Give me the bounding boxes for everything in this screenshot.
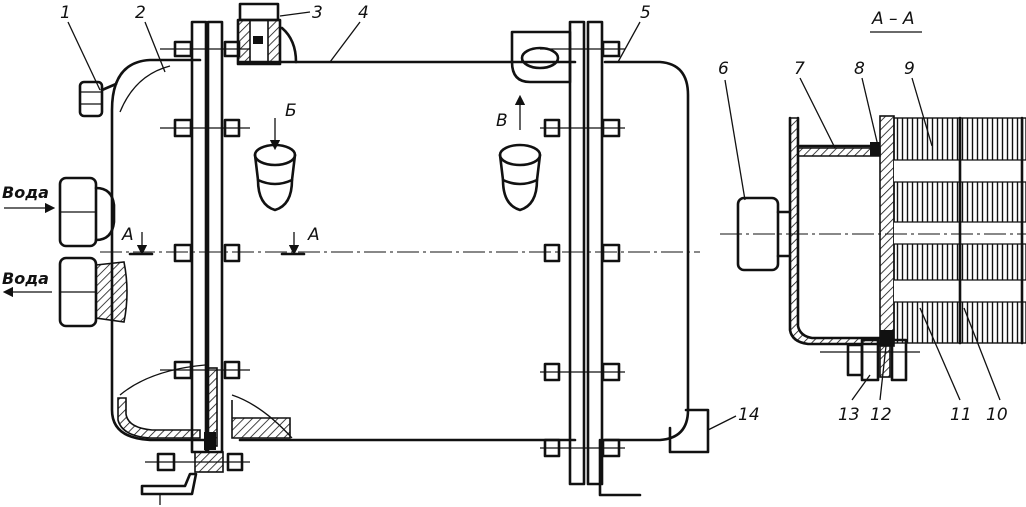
part-label-7: 7: [794, 59, 805, 79]
lifting-lug: [510, 30, 572, 84]
right-bottom-bracket: [598, 438, 642, 497]
part-label-12: 12: [870, 405, 892, 425]
bolt: [145, 451, 250, 473]
part-label-1: 1: [60, 3, 71, 23]
main-assembly: [58, 2, 710, 505]
part-label-6: 6: [718, 59, 729, 79]
water-out-label: Вода: [2, 269, 49, 288]
part-label-14: 14: [738, 405, 760, 425]
water-inlet-pipe: [58, 176, 116, 248]
right-flange-bolts: [540, 40, 625, 458]
part-label-2: 2: [135, 3, 146, 23]
leader-lines: [67, 11, 1001, 431]
port-v-label: В: [496, 111, 508, 131]
part-label-9: 9: [904, 59, 915, 79]
part-label-13: 13: [838, 405, 860, 425]
section-bolt: [820, 338, 920, 382]
bolt: [540, 118, 625, 138]
bolt: [540, 40, 625, 58]
part-label-4: 4: [358, 3, 369, 23]
section-view: [720, 115, 1026, 382]
water-outlet-pipe: [58, 256, 128, 328]
port-b-label: Б: [285, 101, 297, 121]
section-marker-right: А: [307, 225, 320, 245]
top-fitting: [236, 2, 298, 66]
part-label-11: 11: [950, 405, 972, 425]
part-label-3: 3: [312, 3, 323, 23]
bolt: [173, 243, 241, 263]
part-label-8: 8: [854, 59, 865, 79]
right-flange: [568, 20, 604, 486]
bolt: [160, 360, 250, 380]
left-bottom-bracket: [140, 472, 198, 505]
water-in-label: Вода: [2, 183, 49, 202]
section-labels: А А А – А: [121, 9, 922, 245]
bolt: [543, 243, 621, 263]
part-labels: 1 2 3 4 5 6 7 8 9 10 11 12 13 14: [60, 3, 1008, 425]
part-label-5: 5: [640, 3, 651, 23]
section-cut-marks: [128, 232, 306, 256]
part-label-10: 10: [986, 405, 1008, 425]
left-flange-bolts: [145, 40, 250, 473]
tube-bundle: [893, 116, 1026, 345]
shell-body: [231, 60, 577, 442]
nozzle-b: [253, 118, 297, 212]
section-view-title: А – А: [871, 9, 915, 29]
bolt: [160, 118, 250, 138]
vent-plug: [78, 80, 118, 118]
section-marker-left: А: [121, 225, 134, 245]
nozzle-v: [498, 94, 542, 212]
bolt: [540, 362, 625, 382]
left-cover: [110, 58, 207, 442]
left-flange: [190, 20, 224, 454]
drain-fitting: [668, 408, 710, 454]
flow-labels: Вода Вода Б В: [2, 101, 508, 298]
bolt: [540, 438, 625, 458]
